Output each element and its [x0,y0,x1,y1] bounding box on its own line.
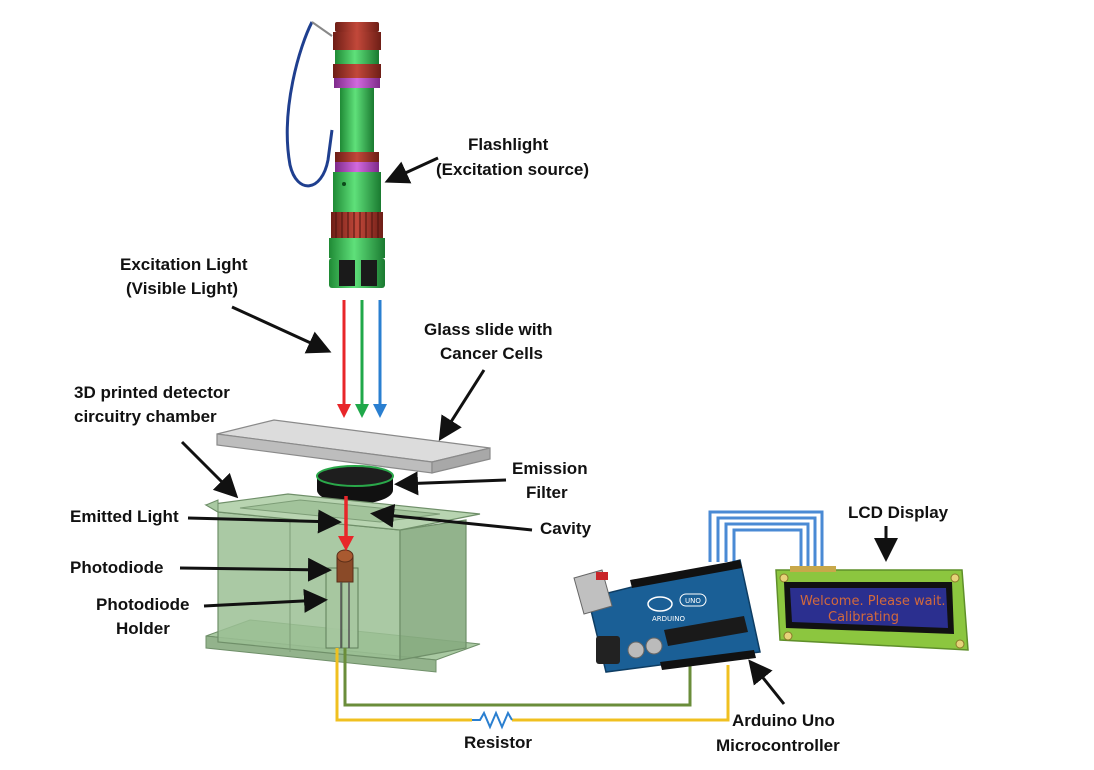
arrow-emission-filter [394,471,507,496]
resistor-symbol [472,710,513,730]
lanyard [285,21,334,188]
label-emission-line-1: Emission [512,459,588,478]
glass-slide [216,419,491,474]
label-resistor: Resistor [464,733,532,752]
label-excitation-line-1: Excitation Light [120,255,248,274]
arrow-flashlight [384,156,439,184]
lcd-display: Welcome. Please wait. Calibrating [775,566,969,651]
label-glass-slide-line-1: Glass slide with [424,320,553,339]
arrow-photodiode-holder [203,588,328,613]
label-flashlight-line-1: Flashlight [468,135,549,154]
label-arduino-line-2: Microcontroller [716,736,840,755]
arduino-model-text: UNO [685,597,701,605]
label-photodiode-holder: Photodiode Holder [96,595,189,638]
emission-filter [316,465,394,504]
arrow-excitation-light [231,305,332,354]
arrow-cavity [370,503,533,532]
label-holder-line-1: Photodiode [96,595,189,614]
label-holder-line-2: Holder [116,619,170,638]
label-photodiode: Photodiode [70,558,163,577]
arrow-glass-slide [438,369,486,442]
label-emitted-light: Emitted Light [70,507,179,526]
label-chamber: 3D printed detector circuitry chamber [74,383,230,426]
label-excitation-line-2: (Visible Light) [126,279,238,298]
label-flashlight: Flashlight (Excitation source) [436,135,589,179]
detector-chamber [204,493,481,673]
lcd-line-2: Calibrating [828,610,899,625]
lcd-line-1: Welcome. Please wait. [800,594,946,609]
label-chamber-line-2: circuitry chamber [74,407,217,426]
flashlight [285,21,385,288]
arrow-arduino [748,659,786,705]
label-excitation-light: Excitation Light (Visible Light) [120,255,248,298]
arrow-photodiode [179,557,332,582]
arrow-chamber [180,440,239,499]
label-arduino-line-1: Arduino Uno [732,711,835,730]
label-chamber-line-1: 3D printed detector [74,383,230,402]
arrow-emitted-light [187,509,342,534]
label-emission-line-2: Filter [526,483,568,502]
label-lcd-display: LCD Display [848,503,949,522]
wires [335,510,824,730]
excitation-beams [337,300,387,418]
arduino-logo-text: ARDUINO [652,615,685,623]
label-arduino: Arduino Uno Microcontroller [716,711,840,755]
label-emission-filter: Emission Filter [512,459,588,502]
label-cavity: Cavity [540,519,592,538]
label-flashlight-line-2: (Excitation source) [436,160,589,179]
arduino-uno-board: ARDUINO UNO [573,559,761,673]
label-glass-slide: Glass slide with Cancer Cells [424,320,553,363]
label-glass-slide-line-2: Cancer Cells [440,344,543,363]
